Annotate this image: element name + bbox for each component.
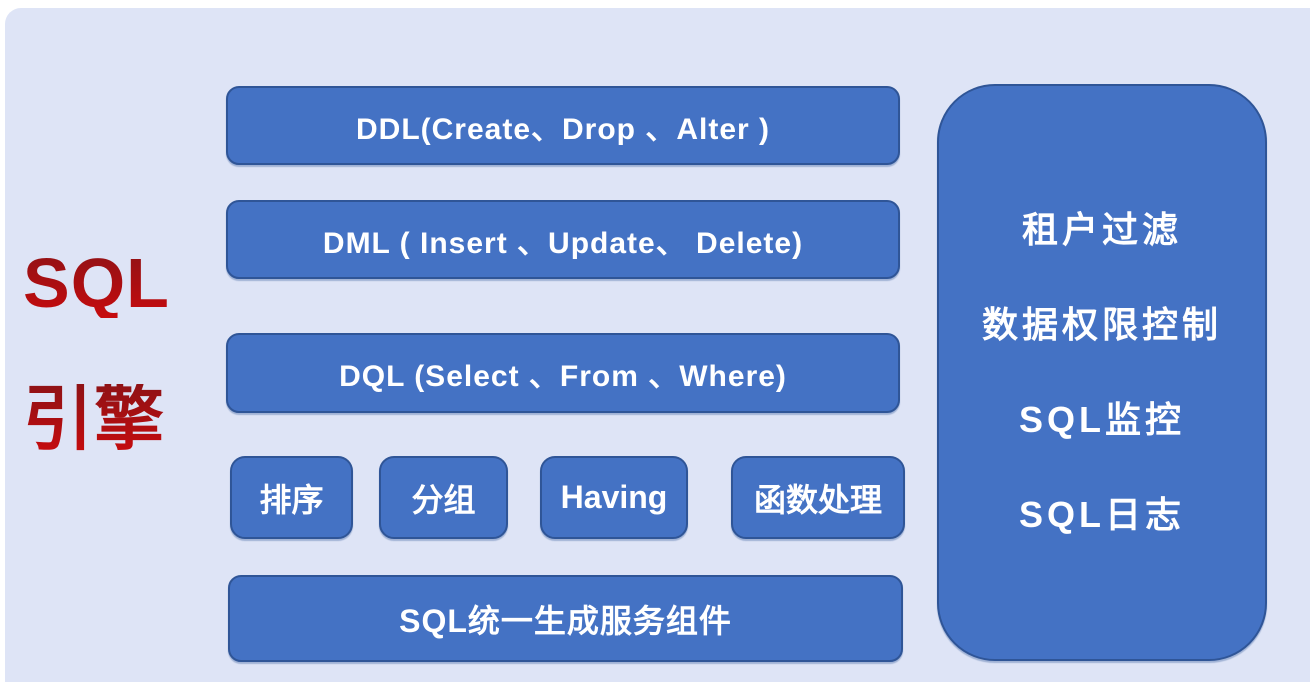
sql-monitor-label: SQL监控	[1018, 399, 1185, 440]
function-processing-box: 函数处理	[731, 456, 905, 539]
group-box: 分组	[379, 456, 508, 539]
sort-box-label: 排序	[259, 481, 324, 518]
function-processing-box-label: 函数处理	[753, 481, 882, 518]
sql-log-label: SQL日志	[1018, 494, 1185, 535]
slide-background: SQL 引擎 DDL(Create、Drop 、Alter ) DML ( In…	[5, 8, 1310, 682]
dql-box: DQL (Select 、From 、Where)	[226, 333, 900, 413]
sql-unified-generation-box: SQL统一生成服务组件	[228, 575, 903, 662]
title-sql: SQL	[23, 248, 223, 318]
group-box-label: 分组	[411, 481, 476, 518]
dml-box: DML ( Insert 、Update、 Delete)	[226, 200, 900, 279]
data-permission-control-label: 数据权限控制	[981, 304, 1222, 345]
ddl-box: DDL(Create、Drop 、Alter )	[226, 86, 900, 165]
governance-side-panel: 租户过滤 数据权限控制 SQL监控 SQL日志	[937, 84, 1267, 661]
sort-box: 排序	[230, 456, 353, 539]
title-engine: 引擎	[23, 384, 223, 454]
dql-box-label: DQL (Select 、From 、Where)	[339, 360, 787, 393]
ddl-box-label: DDL(Create、Drop 、Alter )	[355, 112, 771, 146]
sql-unified-generation-label: SQL统一生成服务组件	[399, 602, 732, 639]
having-box-label: Having	[560, 479, 668, 515]
having-box: Having	[540, 456, 688, 539]
dml-box-label: DML ( Insert 、Update、 Delete)	[322, 226, 804, 260]
tenant-filter-label: 租户过滤	[1021, 209, 1182, 250]
